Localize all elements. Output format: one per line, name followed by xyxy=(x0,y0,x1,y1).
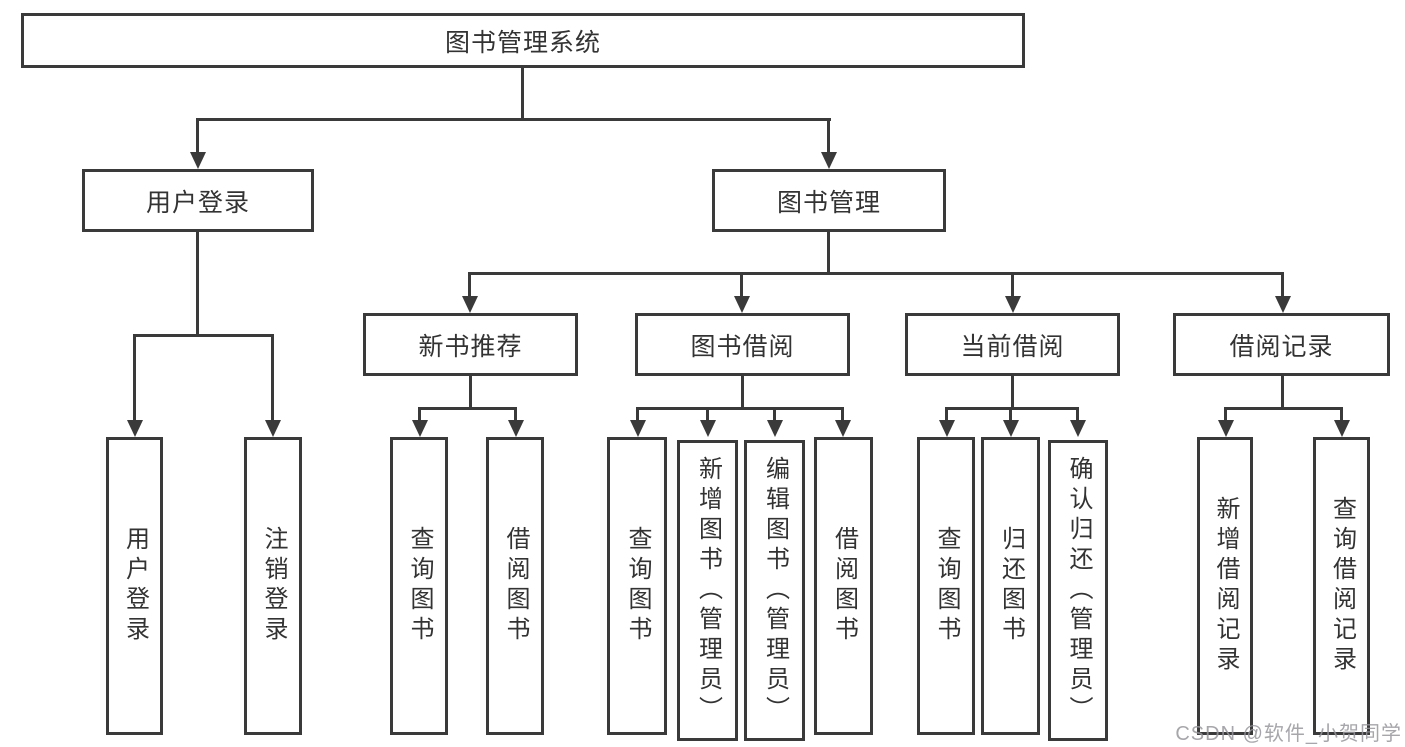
arrow-down-icon xyxy=(190,152,206,169)
arrow-down-icon xyxy=(1003,420,1019,437)
arrow-down-icon xyxy=(1005,296,1021,313)
leaf-label: 归还图书 xyxy=(997,526,1025,646)
node-library-management-system: 图书管理系统 xyxy=(21,13,1025,68)
leaf-label: 借阅图书 xyxy=(502,526,529,646)
connector-line xyxy=(1281,376,1284,407)
leaf-return-book: 归还图书 xyxy=(981,437,1040,735)
arrow-down-icon xyxy=(821,152,837,169)
node-borrowing-records: 借阅记录 xyxy=(1173,313,1390,376)
node-book-borrowing: 图书借阅 xyxy=(635,313,850,376)
leaf-label: 用户登录 xyxy=(121,526,149,646)
leaf-add-book-admin: 新增图书（管理员） xyxy=(677,440,738,741)
node-book-management: 图书管理 xyxy=(712,169,946,232)
node-label: 图书管理系统 xyxy=(444,28,601,57)
arrow-down-icon xyxy=(462,296,478,313)
connector-line xyxy=(134,334,273,337)
arrow-down-icon xyxy=(265,420,281,437)
connector-line xyxy=(740,272,743,300)
node-label: 用户登录 xyxy=(145,188,250,217)
leaf-label: 注销登录 xyxy=(260,526,287,646)
leaf-confirm-return-admin: 确认归还（管理员） xyxy=(1048,440,1108,741)
connector-line xyxy=(827,232,830,272)
connector-line xyxy=(196,232,199,334)
leaf-borrow-books: 借阅图书 xyxy=(814,437,873,735)
node-new-book-recommend: 新书推荐 xyxy=(363,313,578,376)
leaf-label: 新增图书（管理员） xyxy=(694,455,722,726)
arrow-down-icon xyxy=(767,420,783,437)
connector-line xyxy=(1224,407,1227,422)
leaf-add-borrow-record: 新增借阅记录 xyxy=(1197,437,1253,735)
leaf-query-books-current: 查询图书 xyxy=(917,437,975,735)
connector-line xyxy=(514,407,517,422)
connector-line xyxy=(841,407,844,422)
connector-line xyxy=(1225,407,1342,410)
arrow-down-icon xyxy=(1070,420,1086,437)
node-current-borrowing: 当前借阅 xyxy=(905,313,1120,376)
arrow-down-icon xyxy=(835,420,851,437)
leaf-borrow-books-recommend: 借阅图书 xyxy=(486,437,544,735)
arrow-down-icon xyxy=(700,420,716,437)
leaf-label: 确认归还（管理员） xyxy=(1065,455,1092,726)
connector-line xyxy=(706,407,709,422)
leaf-label: 查询图书 xyxy=(624,526,651,646)
connector-line xyxy=(521,68,524,118)
connector-line xyxy=(470,272,1283,275)
leaf-label: 查询图书 xyxy=(933,526,960,646)
connector-line xyxy=(468,272,471,300)
connector-line xyxy=(1009,407,1012,422)
node-label: 新书推荐 xyxy=(418,332,523,361)
leaf-query-borrow-record: 查询借阅记录 xyxy=(1313,437,1370,735)
arrow-down-icon xyxy=(508,420,524,437)
leaf-label: 新增借阅记录 xyxy=(1212,496,1239,676)
leaf-label: 编辑图书（管理员） xyxy=(761,455,789,726)
arrow-down-icon xyxy=(1334,420,1350,437)
arrow-down-icon xyxy=(127,420,143,437)
connector-line xyxy=(773,407,776,422)
leaf-logout: 注销登录 xyxy=(244,437,302,735)
csdn-watermark: CSDN @软件_小贺同学 xyxy=(1175,723,1402,745)
leaf-label: 借阅图书 xyxy=(830,526,858,646)
arrow-down-icon xyxy=(939,420,955,437)
arrow-down-icon xyxy=(412,420,428,437)
node-label: 当前借阅 xyxy=(960,332,1065,361)
connector-line xyxy=(1340,407,1343,422)
arrow-down-icon xyxy=(1275,296,1291,313)
connector-line xyxy=(636,407,639,422)
connector-line xyxy=(741,376,744,407)
connector-line xyxy=(1076,407,1079,422)
connector-line xyxy=(827,118,830,156)
connector-line xyxy=(419,407,515,410)
leaf-query-books-borrow: 查询图书 xyxy=(607,437,667,735)
leaf-edit-book-admin: 编辑图书（管理员） xyxy=(744,440,805,741)
connector-line xyxy=(196,118,199,156)
node-label: 图书借阅 xyxy=(690,332,795,361)
arrow-down-icon xyxy=(734,296,750,313)
arrow-down-icon xyxy=(630,420,646,437)
connector-line xyxy=(637,407,843,410)
connector-line xyxy=(945,407,948,422)
node-label: 图书管理 xyxy=(776,188,881,217)
connector-line xyxy=(271,334,274,422)
connector-line xyxy=(1011,376,1014,407)
connector-line xyxy=(133,334,136,422)
connector-line xyxy=(1011,272,1014,300)
leaf-label: 查询借阅记录 xyxy=(1328,496,1356,676)
connector-line xyxy=(197,118,831,121)
leaf-query-books-recommend: 查询图书 xyxy=(390,437,448,735)
connector-line xyxy=(946,407,1078,410)
connector-line xyxy=(1281,272,1284,300)
connector-line xyxy=(469,376,472,407)
leaf-label: 查询图书 xyxy=(406,526,433,646)
node-label: 借阅记录 xyxy=(1229,332,1334,361)
connector-line xyxy=(418,407,421,422)
arrow-down-icon xyxy=(1218,420,1234,437)
node-user-login: 用户登录 xyxy=(82,169,314,232)
leaf-user-login: 用户登录 xyxy=(106,437,163,735)
